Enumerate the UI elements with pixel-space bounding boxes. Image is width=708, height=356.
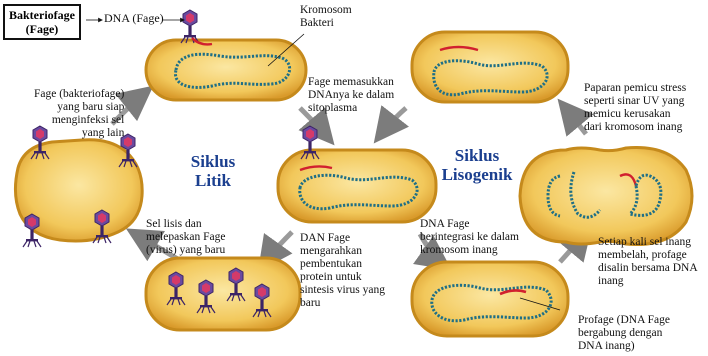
key-bacteriophage-box: Bakteriofage (Fage): [3, 4, 81, 40]
label-chromosome: Kromosom Bakteri: [300, 4, 352, 30]
arrow-dividing-to-lysoTop: [562, 104, 586, 134]
cell-lysed: [15, 126, 142, 247]
cell-phage-assembly: [146, 258, 300, 330]
label-lysis: Sel lisis dan melepaskan Fage (virus) ya…: [146, 218, 226, 257]
label-prophage: Profage (DNA Fage bergabung dengan DNA i…: [578, 314, 670, 353]
label-stress: Paparan pemicu stress seperti sinar UV y…: [584, 82, 686, 134]
label-synthesis: DAN Fage mengarahkan pembentukan protein…: [300, 232, 385, 310]
label-division: Setiap kali sel inang membelah, profage …: [598, 236, 698, 288]
cell-prophage: [412, 262, 568, 336]
title-lytic-cycle: Siklus Litik: [178, 152, 248, 190]
cell-dividing: [520, 147, 692, 244]
title-lysogenic-cycle: Siklus Lisogenik: [432, 146, 522, 184]
label-phage-inject: Fage memasukkan DNAnya ke dalam sitoplas…: [308, 76, 394, 115]
cell-lysogenic-top: [412, 32, 568, 102]
key-dna-label: DNA (Fage): [104, 12, 164, 25]
label-new-phages: Fage (bakteriofage) yang baru siap mengi…: [34, 88, 124, 140]
label-integrate: DNA Fage berintegrasi ke dalam kromosom …: [420, 218, 519, 257]
cell-phage-attach: [146, 10, 306, 100]
cell-dna-injected: [278, 126, 436, 222]
